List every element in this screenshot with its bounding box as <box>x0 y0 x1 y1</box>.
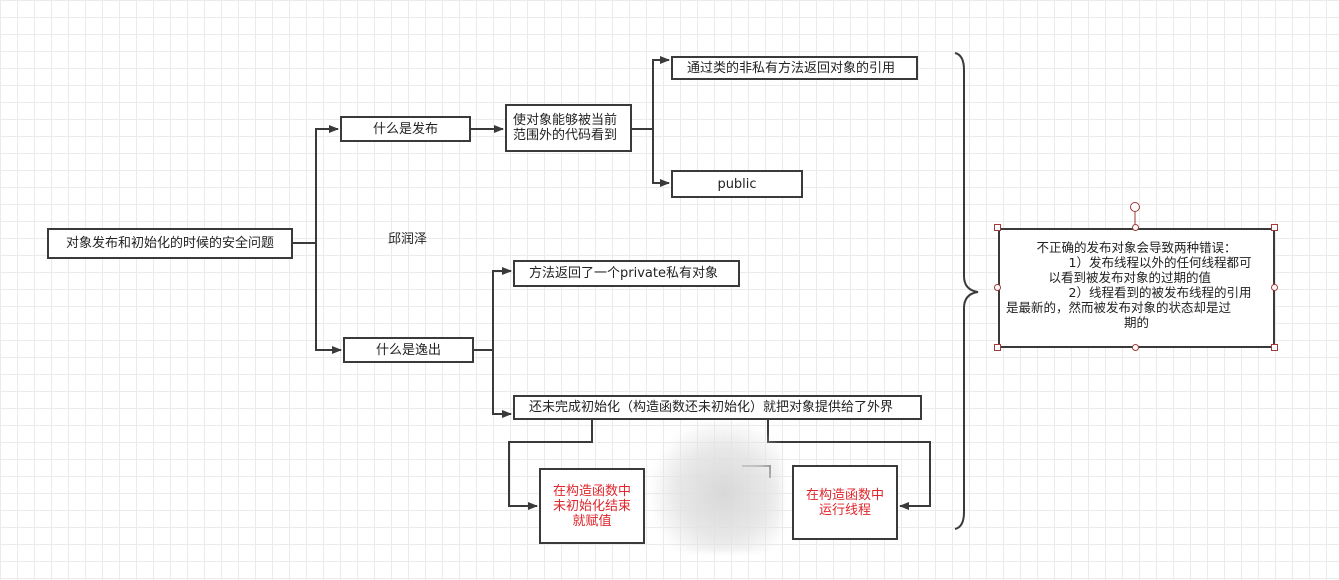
publish-way-node-2[interactable]: public <box>671 170 803 198</box>
edge-escape-case2 <box>492 350 512 418</box>
root-node[interactable]: 对象发布和初始化的时候的安全问题 <box>47 228 293 259</box>
edge-case2-example1 <box>508 420 593 510</box>
publish-definition-node[interactable]: 使对象能够被当前 范围外的代码看到 <box>505 104 632 152</box>
edge-root-publish <box>293 125 339 244</box>
note-line-6: 期的 <box>1123 315 1149 330</box>
publish-node-label: 什么是发布 <box>372 121 438 137</box>
note-box[interactable]: 不正确的发布对象会导致两种错误： 1）发布线程以外的任何线程都可 以看到被发布对… <box>998 228 1275 348</box>
edge-definition-way2 <box>652 129 670 187</box>
publish-way-node-1[interactable]: 通过类的非私有方法返回对象的引用 <box>671 56 918 80</box>
note-line-1: 不正确的发布对象会导致两种错误： <box>1036 240 1237 255</box>
resize-handle-bottom-left[interactable] <box>994 344 1001 351</box>
resize-handle-bottom-right[interactable] <box>1271 344 1278 351</box>
note-line-3: 以看到被发布对象的过期的值 <box>1048 270 1212 285</box>
escape-example-2-line-1: 在构造函数中 <box>805 487 884 503</box>
author-label: 邱润泽 <box>388 232 428 247</box>
escape-node-label: 什么是逸出 <box>375 342 441 358</box>
escape-node[interactable]: 什么是逸出 <box>343 337 474 363</box>
resize-handle-left[interactable] <box>994 284 1001 291</box>
escape-case-label-2: 还未完成初始化（构造函数还未初始化）就把对象提供给了外界 <box>529 400 894 415</box>
note-line-2: 1）发布线程以外的任何线程都可 <box>1068 255 1252 270</box>
publish-way-label-2: public <box>717 176 757 192</box>
edge-definition-way1 <box>632 56 670 130</box>
rotate-handle[interactable] <box>1130 202 1140 212</box>
publish-definition-line-1: 使对象能够被当前 <box>513 113 618 128</box>
escape-example-1-line-3: 就赋值 <box>572 513 612 529</box>
escape-example-1-line-2: 未初始化结束 <box>552 498 631 514</box>
escape-example-2-line-2: 运行线程 <box>818 502 871 518</box>
root-node-label: 对象发布和初始化的时候的安全问题 <box>65 236 274 251</box>
publish-definition-line-2: 范围外的代码看到 <box>513 128 618 143</box>
resize-handle-top-right[interactable] <box>1271 224 1278 231</box>
escape-example-node-1[interactable]: 在构造函数中 未初始化结束 就赋值 <box>539 468 645 544</box>
publish-way-label-1: 通过类的非私有方法返回对象的引用 <box>687 60 896 76</box>
escape-case-node-2[interactable]: 还未完成初始化（构造函数还未初始化）就把对象提供给了外界 <box>513 395 922 420</box>
edge-escape-case1 <box>474 267 512 351</box>
publish-node[interactable]: 什么是发布 <box>340 116 471 142</box>
escape-case-node-1[interactable]: 方法返回了一个private私有对象 <box>513 260 740 287</box>
resize-handle-right[interactable] <box>1271 284 1278 291</box>
curly-brace <box>954 52 979 530</box>
escape-example-node-2[interactable]: 在构造函数中 运行线程 <box>792 465 898 540</box>
resize-handle-top-left[interactable] <box>994 224 1001 231</box>
blurred-region <box>652 422 782 552</box>
note-line-5: 是最新的，然而被发布对象的状态却是过 <box>1006 300 1232 315</box>
edge-root-escape <box>315 243 342 354</box>
resize-handle-bottom[interactable] <box>1132 344 1139 351</box>
escape-case-label-1: 方法返回了一个private私有对象 <box>529 266 718 281</box>
resize-handle-top[interactable] <box>1132 224 1139 231</box>
escape-example-1-line-1: 在构造函数中 <box>552 483 631 499</box>
note-line-4: 2）线程看到的被发布线程的引用 <box>1068 285 1252 300</box>
